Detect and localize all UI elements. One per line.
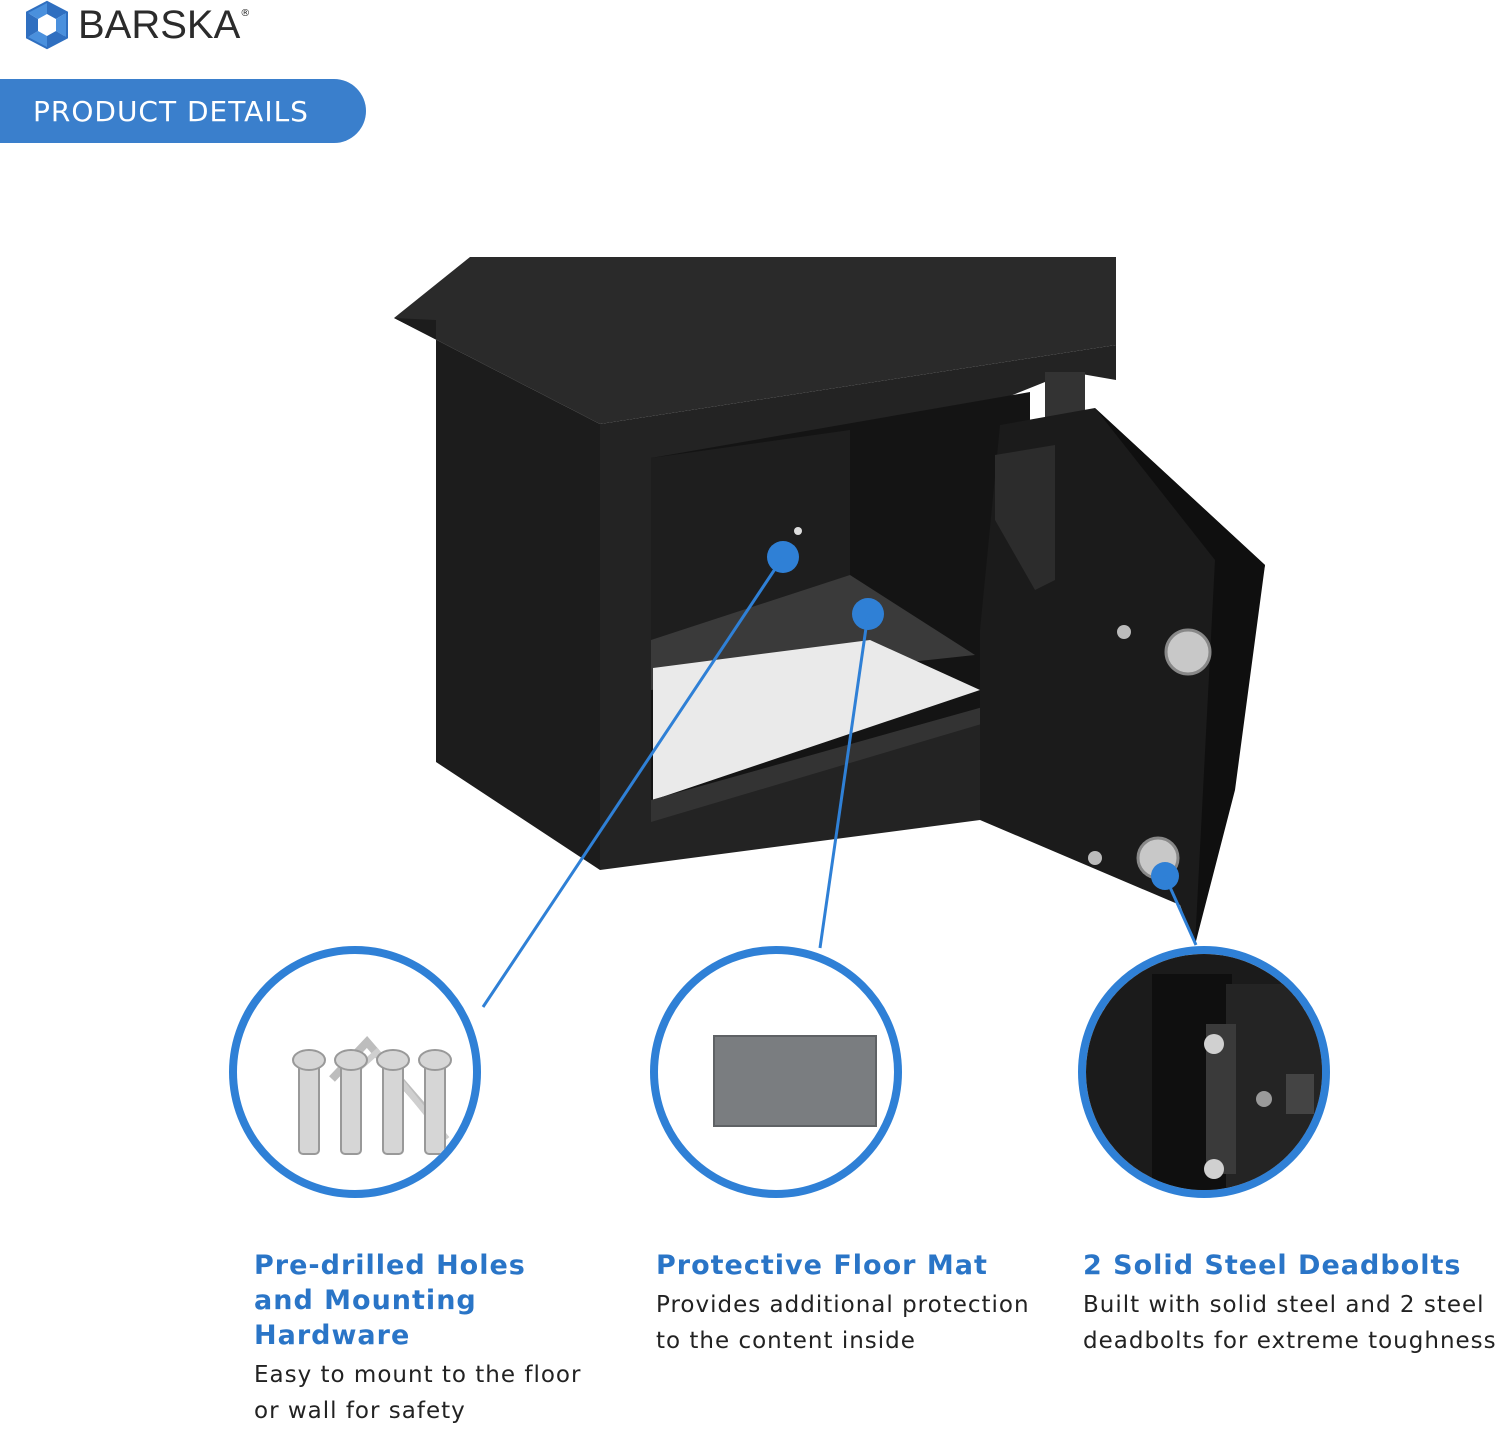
feature-desc-mat: Provides additional protection to the co… xyxy=(656,1292,1030,1354)
feature-image-deadbolts xyxy=(1078,946,1330,1198)
feature-image-mounting-hardware xyxy=(229,946,481,1198)
callout-line-deadbolt xyxy=(1163,875,1198,946)
callout-line-holes xyxy=(481,556,785,1008)
mounting-bolts-icon xyxy=(292,1036,452,1155)
brand-name: BARSKA xyxy=(78,3,241,47)
feature-desc-deadbolts: Built with solid steel and 2 steel deadb… xyxy=(1083,1292,1497,1354)
registered-mark: ® xyxy=(240,7,251,19)
safe-interior-back xyxy=(651,430,850,640)
section-banner: PRODUCT DETAILS xyxy=(0,79,366,143)
feature-title-holes: Pre-drilled Holes and Mounting Hardware xyxy=(254,1250,526,1351)
door-lock-box xyxy=(995,445,1055,590)
safe-side-face xyxy=(394,318,600,870)
feature-title-mat: Protective Floor Mat xyxy=(656,1250,988,1281)
deadbolt-upper xyxy=(1164,628,1212,676)
safe-top-face xyxy=(394,257,1116,424)
callout-line-mat xyxy=(818,613,870,949)
safe-door-closeup-icon xyxy=(1086,954,1322,1190)
safe-floor-lip xyxy=(651,705,995,822)
feature-desc-holes: Easy to mount to the floor or wall for s… xyxy=(254,1362,582,1424)
brand-logo: BARSKA ® xyxy=(22,0,292,50)
feature-image-floor-mat xyxy=(650,946,902,1198)
banner-label: PRODUCT DETAILS xyxy=(33,94,309,128)
feature-title-deadbolts: 2 Solid Steel Deadbolts xyxy=(1083,1250,1462,1281)
paper-document xyxy=(653,640,980,800)
barska-logo-icon xyxy=(26,0,68,50)
safe-door-edge xyxy=(1095,408,1265,945)
floor-mat-icon xyxy=(713,1035,877,1127)
